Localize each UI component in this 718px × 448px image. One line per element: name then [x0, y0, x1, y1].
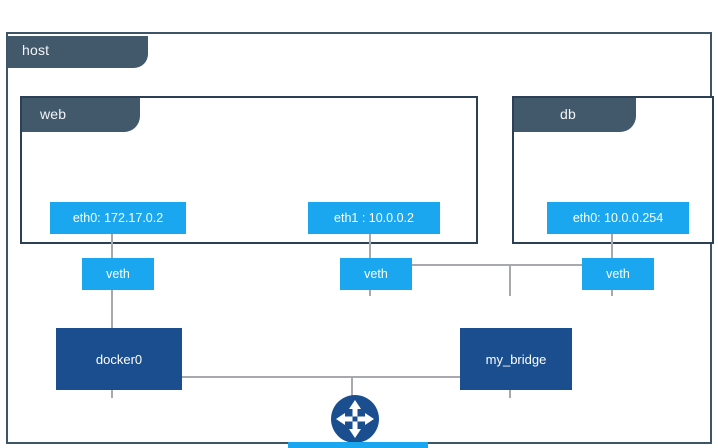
container-db-label: db [560, 106, 576, 122]
veth-web-eth1[interactable]: veth [340, 258, 412, 290]
bridge-my-bridge-label: my_bridge [485, 351, 547, 367]
veth-web-eth0[interactable]: veth [82, 258, 154, 290]
interface-web-eth1-label: eth1 : 10.0.0.2 [334, 211, 414, 225]
connector-router-bus [111, 376, 511, 378]
veth-db-eth0-label: veth [606, 267, 630, 281]
connector-veth-merge-bus [369, 264, 613, 266]
host-label: host [22, 42, 50, 58]
router-icon-svg [331, 395, 379, 443]
connector-bus-to-my-bridge [509, 264, 511, 296]
veth-db-eth0[interactable]: veth [582, 258, 654, 290]
bridge-my-bridge[interactable]: my_bridge [460, 328, 572, 390]
connector-web-eth1-to-veth [369, 210, 371, 270]
connector-db-eth0-to-veth [611, 210, 613, 270]
interface-web-eth0[interactable]: eth0: 172.17.0.2 [50, 202, 186, 234]
bridge-docker0[interactable]: docker0 [56, 328, 182, 390]
container-web-tab: web [22, 98, 140, 132]
host-frame: web db eth0: [6, 32, 714, 448]
veth-web-eth1-label: veth [364, 267, 388, 281]
router-icon[interactable] [330, 394, 380, 444]
interface-db-eth0-label: eth0: 10.0.0.254 [572, 211, 664, 225]
host-tab: host [8, 36, 148, 68]
interface-db-eth0[interactable]: eth0: 10.0.0.254 [547, 202, 689, 234]
interface-web-eth1[interactable]: eth1 : 10.0.0.2 [308, 202, 440, 234]
interface-host-eth0[interactable]: eth0: 192.168.1.2 [288, 442, 428, 448]
bridge-docker0-label: docker0 [95, 351, 143, 367]
container-db-tab: db [514, 98, 636, 132]
veth-web-eth0-label: veth [106, 267, 130, 281]
interface-web-eth0-label: eth0: 172.17.0.2 [72, 211, 164, 225]
container-web-label: web [40, 106, 67, 122]
